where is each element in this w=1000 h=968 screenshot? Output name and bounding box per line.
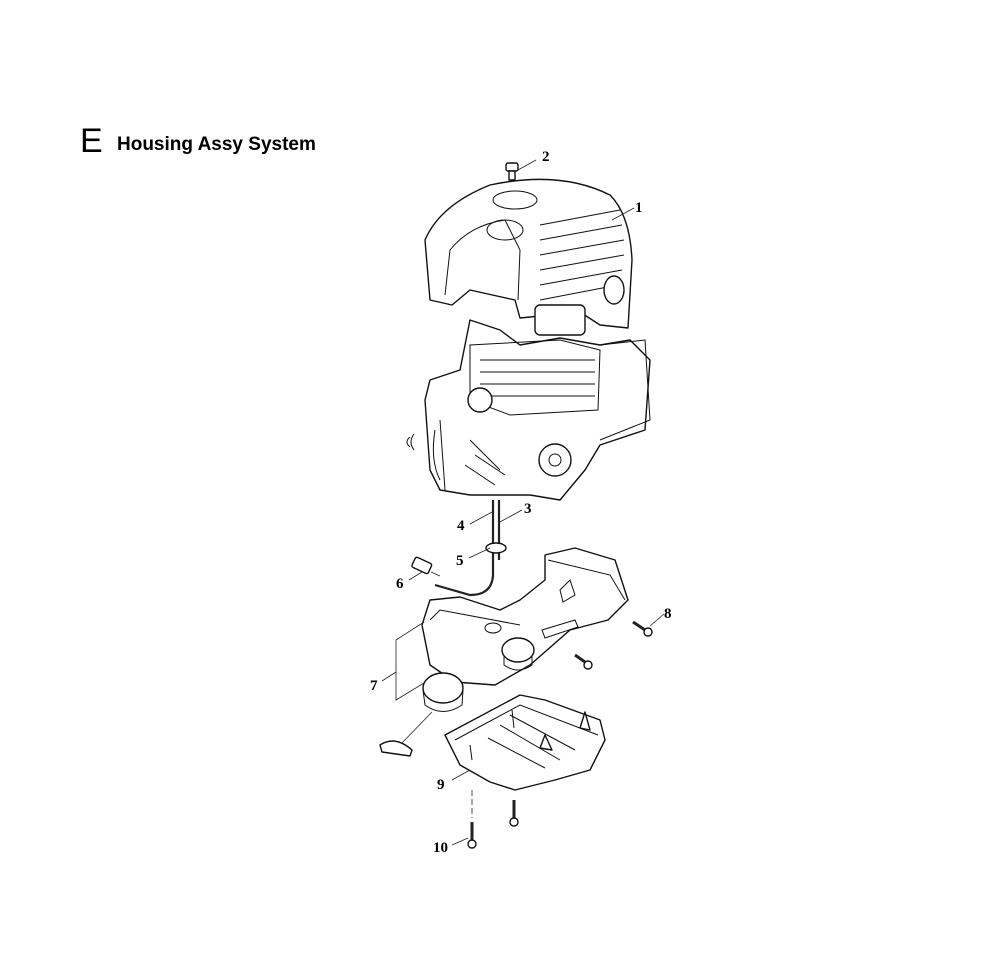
engine-part — [406, 304, 651, 501]
cover-screw-part — [505, 162, 519, 181]
callout-4: 4 — [457, 518, 465, 534]
callout-8: 8 — [664, 606, 672, 622]
callout-3: 3 — [524, 501, 532, 517]
callout-7: 7 — [370, 678, 378, 694]
tank-screws-part — [574, 620, 653, 670]
callout-9: 9 — [437, 777, 445, 793]
callout-1: 1 — [635, 200, 643, 216]
tank-bottom-cover-part — [444, 694, 606, 791]
leader-lines — [381, 159, 665, 846]
fuel-filter-part — [411, 556, 441, 577]
callout-6: 6 — [396, 576, 404, 592]
callout-5: 5 — [456, 553, 464, 569]
callout-2: 2 — [542, 149, 550, 165]
section-title: Housing Assy System — [117, 134, 316, 155]
fuel-pipes-part — [434, 500, 507, 597]
cover-bolts-part — [467, 790, 519, 849]
fuel-tank-part — [421, 547, 629, 686]
section-letter: E — [80, 122, 103, 160]
fuel-cap-part — [379, 672, 464, 757]
engine-cover-part — [424, 178, 633, 329]
callout-10: 10 — [433, 840, 448, 856]
